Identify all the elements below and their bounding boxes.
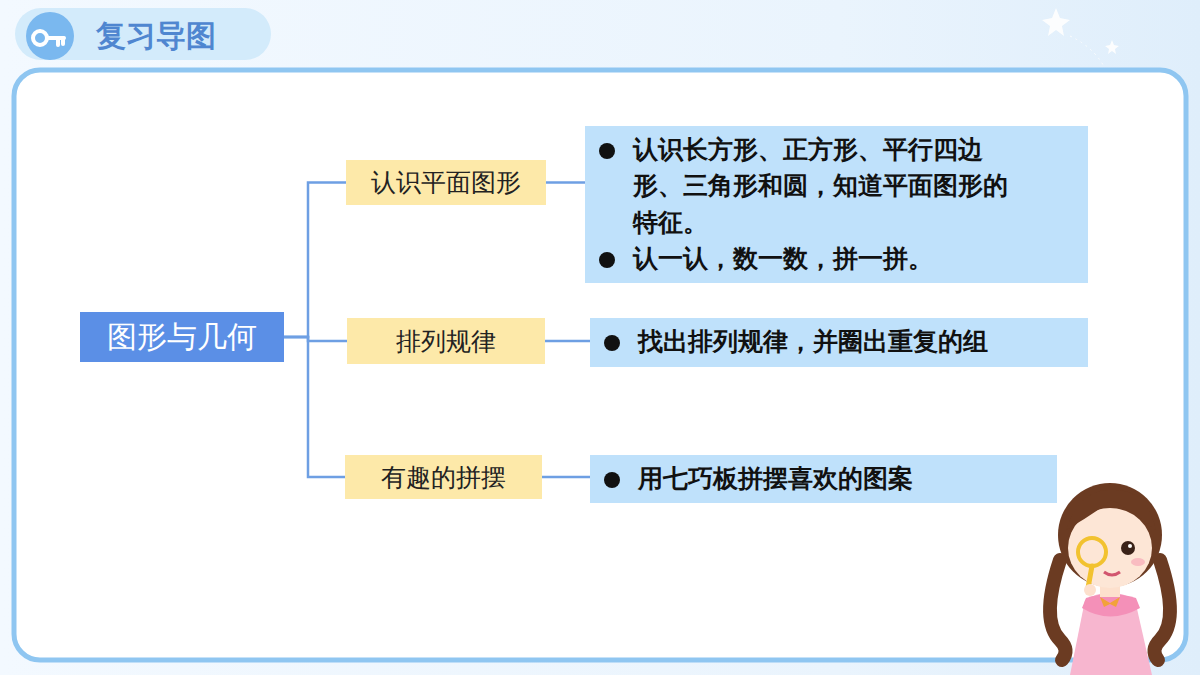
topic-box: 有趣的拼摆 — [345, 455, 542, 499]
root-box: 图形与几何 — [80, 312, 284, 362]
main-panel — [14, 70, 1186, 660]
text-row: 有趣的拼摆 — [381, 461, 506, 494]
bullet-dot — [604, 335, 620, 351]
detail-box: 用七巧板拼摆喜欢的图案 — [590, 455, 1057, 503]
detail-text: 用七巧板拼摆喜欢的图案 — [638, 461, 913, 497]
page-title: 复习导图 — [96, 16, 216, 57]
girl-illustration — [1050, 483, 1170, 675]
bullet-dot — [599, 143, 615, 159]
text-row: 用七巧板拼摆喜欢的图案 — [604, 461, 1045, 497]
detail-text: 认识长方形、正方形、平行四边形、三角形和圆，知道平面图形的特征。 — [633, 132, 1028, 241]
detail-box: 认识长方形、正方形、平行四边形、三角形和圆，知道平面图形的特征。认一认，数一数，… — [585, 126, 1088, 283]
key-icon — [33, 31, 64, 45]
text-row: 认识长方形、正方形、平行四边形、三角形和圆，知道平面图形的特征。 — [599, 132, 1028, 241]
text-row: 认一认，数一数，拼一拼。 — [599, 241, 1028, 277]
text-row: 认识平面图形 — [371, 166, 521, 199]
detail-text: 找出排列规律，并圈出重复的组 — [638, 324, 988, 360]
text-row: 排列规律 — [396, 325, 496, 358]
text-row: 图形与几何 — [107, 317, 257, 358]
bullet-dot — [599, 252, 615, 268]
tab-ground — [15, 8, 271, 60]
bullet-dot — [604, 472, 620, 488]
connector-line — [542, 476, 590, 479]
node-label: 有趣的拼摆 — [381, 463, 506, 492]
connector-line — [284, 183, 346, 338]
connector-line — [545, 340, 590, 343]
node-label: 排列规律 — [396, 327, 496, 356]
connector-line — [546, 181, 585, 184]
text-row: 找出排列规律，并圈出重复的组 — [604, 324, 1076, 360]
key-badge — [26, 12, 74, 60]
topic-box: 认识平面图形 — [346, 160, 546, 205]
detail-text: 认一认，数一数，拼一拼。 — [633, 241, 933, 277]
detail-box: 找出排列规律，并圈出重复的组 — [590, 318, 1088, 367]
node-label: 图形与几何 — [107, 319, 257, 354]
header-tab — [15, 8, 271, 60]
connector-line — [284, 337, 345, 477]
node-label: 认识平面图形 — [371, 168, 521, 197]
topic-box: 排列规律 — [347, 318, 545, 364]
